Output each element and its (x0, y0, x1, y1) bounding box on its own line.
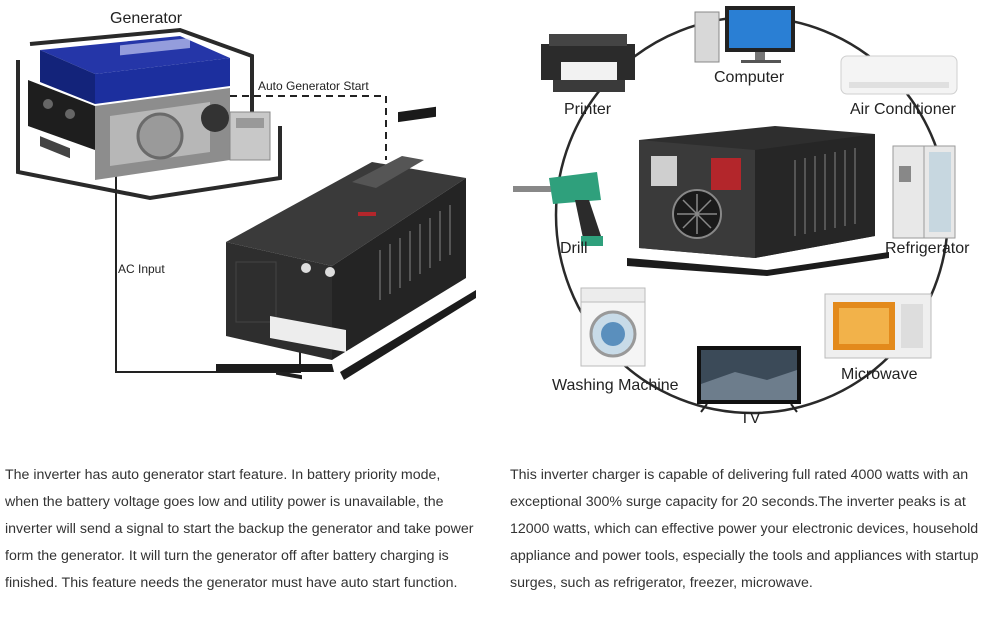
air-conditioner-label: Air Conditioner (850, 101, 956, 118)
refrigerator-image (892, 145, 956, 239)
generator-label: Generator (110, 10, 183, 27)
appliance-cycle-diagram: Computer Printer Air Conditioner Drill R… (505, 0, 1000, 440)
appliance-illustration (513, 6, 958, 415)
microwave-label: Microwave (841, 366, 918, 383)
inverter-description: This inverter charger is capable of deli… (510, 467, 979, 591)
washing-machine-label: Washing Machine (552, 377, 679, 394)
drill-label: Drill (560, 240, 588, 257)
generator-inverter-illustration (16, 27, 476, 380)
drill-image (513, 172, 603, 246)
computer-image (694, 6, 795, 63)
auto-start-signal-line (230, 95, 387, 160)
generator-connection-diagram: Generator Auto Generator Start AC Input (0, 0, 495, 440)
refrigerator-label: Refrigerator (885, 240, 970, 257)
generator-description: The inverter has auto generator start fe… (5, 467, 474, 591)
computer-label: Computer (714, 69, 785, 86)
tv-image (697, 346, 801, 413)
printer-label: Printer (564, 101, 612, 118)
ac-input-line (115, 176, 301, 373)
washing-machine-image (580, 287, 646, 367)
inverter-center-image (627, 126, 889, 276)
auto-generator-start-label: Auto Generator Start (258, 79, 369, 93)
tv-label: TV (740, 410, 761, 427)
inverter-image (216, 106, 476, 380)
printer-image (541, 34, 635, 92)
generator-image (16, 27, 282, 201)
microwave-image (824, 293, 932, 359)
ac-input-label: AC Input (118, 262, 165, 276)
air-conditioner-image (840, 55, 958, 95)
